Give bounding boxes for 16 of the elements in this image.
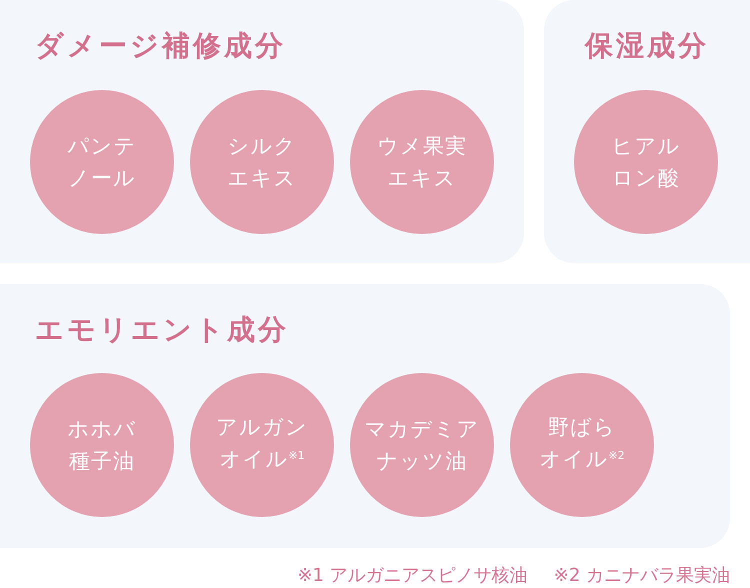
ingredient-name: アルガンオイル$^{※1}$ — [216, 414, 308, 473]
footnote: ※1 アルガニアスピノサ核油 — [297, 564, 528, 588]
ingredient-name: 野ばらオイル$^{※2}$ — [539, 414, 625, 473]
ingredient-name: シルクエキス — [228, 133, 296, 192]
ingredient-name: ウメ果実エキス — [377, 133, 467, 192]
panel-heading: エモリエント成分 — [35, 312, 289, 348]
footnote: ※2 カニナバラ果実油 — [554, 564, 730, 588]
panel-heading: 保湿成分 — [585, 28, 709, 64]
category-panel — [0, 0, 524, 263]
ingredient-name: ホホバ種子油 — [68, 416, 136, 475]
ingredient-name: パンテノール — [68, 133, 136, 192]
category-panel — [544, 0, 750, 263]
category-panel — [0, 284, 730, 548]
ingredient-name: ヒアルロン酸 — [612, 133, 680, 192]
panel-heading: ダメージ補修成分 — [35, 28, 286, 64]
ingredient-name: マカデミアナッツ油 — [364, 416, 480, 475]
